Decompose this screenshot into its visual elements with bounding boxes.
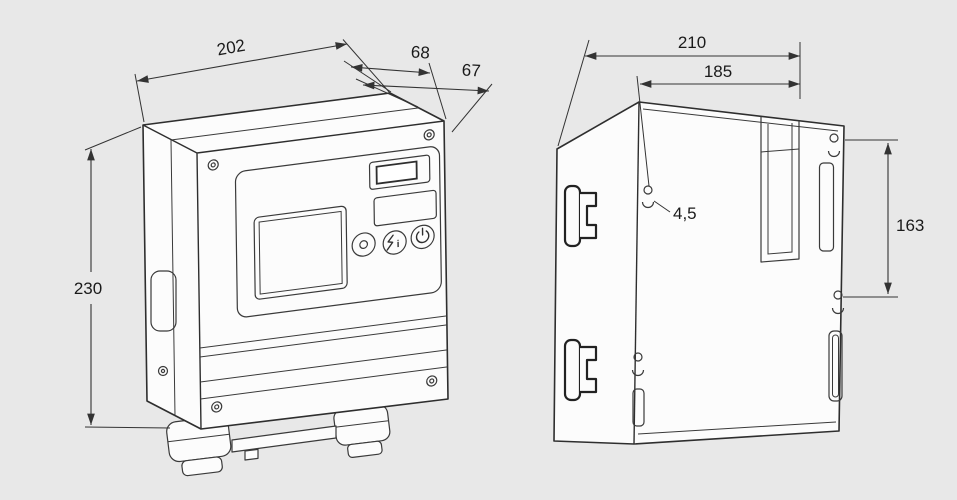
- dimension-hole-spacing-horizontal-label: 185: [704, 62, 732, 81]
- mounting-hole-top-left: [641, 185, 655, 209]
- seven-segment-display: [375, 160, 418, 185]
- dimension-hole-spacing-vertical: 163: [843, 139, 924, 298]
- slot-bottom-right: [828, 330, 843, 402]
- leader-line: [653, 200, 671, 213]
- lightning-icon: [386, 234, 394, 251]
- gland-spout: [347, 440, 383, 458]
- mounting-hole-top-right: [827, 133, 841, 158]
- corner-screw-icon: [207, 159, 219, 171]
- dimension-line: [350, 64, 431, 76]
- display-bezel: [368, 154, 431, 190]
- mounting-hole-bottom-left: [631, 352, 645, 377]
- main-display: [253, 205, 348, 300]
- dimension-rear-width: 210: [557, 33, 801, 147]
- dimension-rear-width-label: 210: [678, 33, 706, 52]
- info-button-label: i: [397, 239, 400, 250]
- type-label-plate: [373, 189, 437, 227]
- front-isometric-view: i 202 68 67: [74, 36, 493, 477]
- cable-channel: [760, 116, 800, 263]
- dimension-depth-front: 67: [355, 61, 493, 133]
- gland-line: [334, 420, 389, 428]
- dimension-hole-diameter: 4,5: [653, 200, 697, 223]
- corner-screw-icon: [423, 129, 435, 141]
- extension-lines: [84, 126, 171, 429]
- side-screw-icon: [157, 365, 169, 377]
- mounting-clip-bottom: [563, 338, 598, 402]
- body-edge: [633, 101, 640, 445]
- dimension-hole-diameter-label: 4,5: [673, 204, 697, 223]
- power-button[interactable]: [410, 224, 435, 250]
- power-icon: [415, 230, 430, 244]
- mounting-hole-mid-right: [831, 290, 845, 315]
- slot-bottom-left: [632, 388, 645, 427]
- dimension-hole-spacing-horizontal: 185: [636, 62, 801, 187]
- rear-view: 210 185 163 4,5: [553, 33, 924, 445]
- device-body: [142, 92, 449, 430]
- dimension-line: [136, 42, 348, 83]
- extension-lines: [557, 39, 801, 147]
- corner-screw-icon: [426, 375, 438, 387]
- device-body-rear: [553, 101, 845, 445]
- gland-line: [167, 433, 230, 443]
- main-display-inner: [258, 210, 343, 295]
- reset-info-button[interactable]: i: [382, 230, 407, 256]
- dimension-depth-front-label: 67: [461, 61, 481, 81]
- dimension-width-label: 202: [215, 36, 246, 60]
- extension-line: [636, 75, 650, 187]
- indicator-button[interactable]: [351, 232, 376, 258]
- dimension-depth-rear-label: 68: [410, 42, 430, 62]
- dimension-height: 230: [74, 126, 171, 429]
- body-edges: [142, 120, 445, 430]
- mounting-clip-top: [563, 184, 598, 248]
- wall-lines: [637, 108, 839, 435]
- housing-band-lines: [199, 315, 448, 400]
- bottom-cable-plate: [231, 425, 337, 453]
- front-face: i: [199, 129, 448, 413]
- dimension-line: [362, 81, 490, 95]
- dimension-height-label: 230: [74, 279, 102, 298]
- housing-joint-line: [170, 107, 419, 417]
- extension-lines: [843, 139, 898, 298]
- dimension-hole-spacing-vertical-label: 163: [896, 216, 924, 235]
- gland-spout: [181, 456, 223, 477]
- side-channel: [818, 162, 835, 252]
- bottom-plate-tab: [244, 448, 259, 461]
- side-label-window: [150, 270, 177, 332]
- corner-screw-icon: [211, 401, 223, 413]
- control-panel: [234, 146, 442, 318]
